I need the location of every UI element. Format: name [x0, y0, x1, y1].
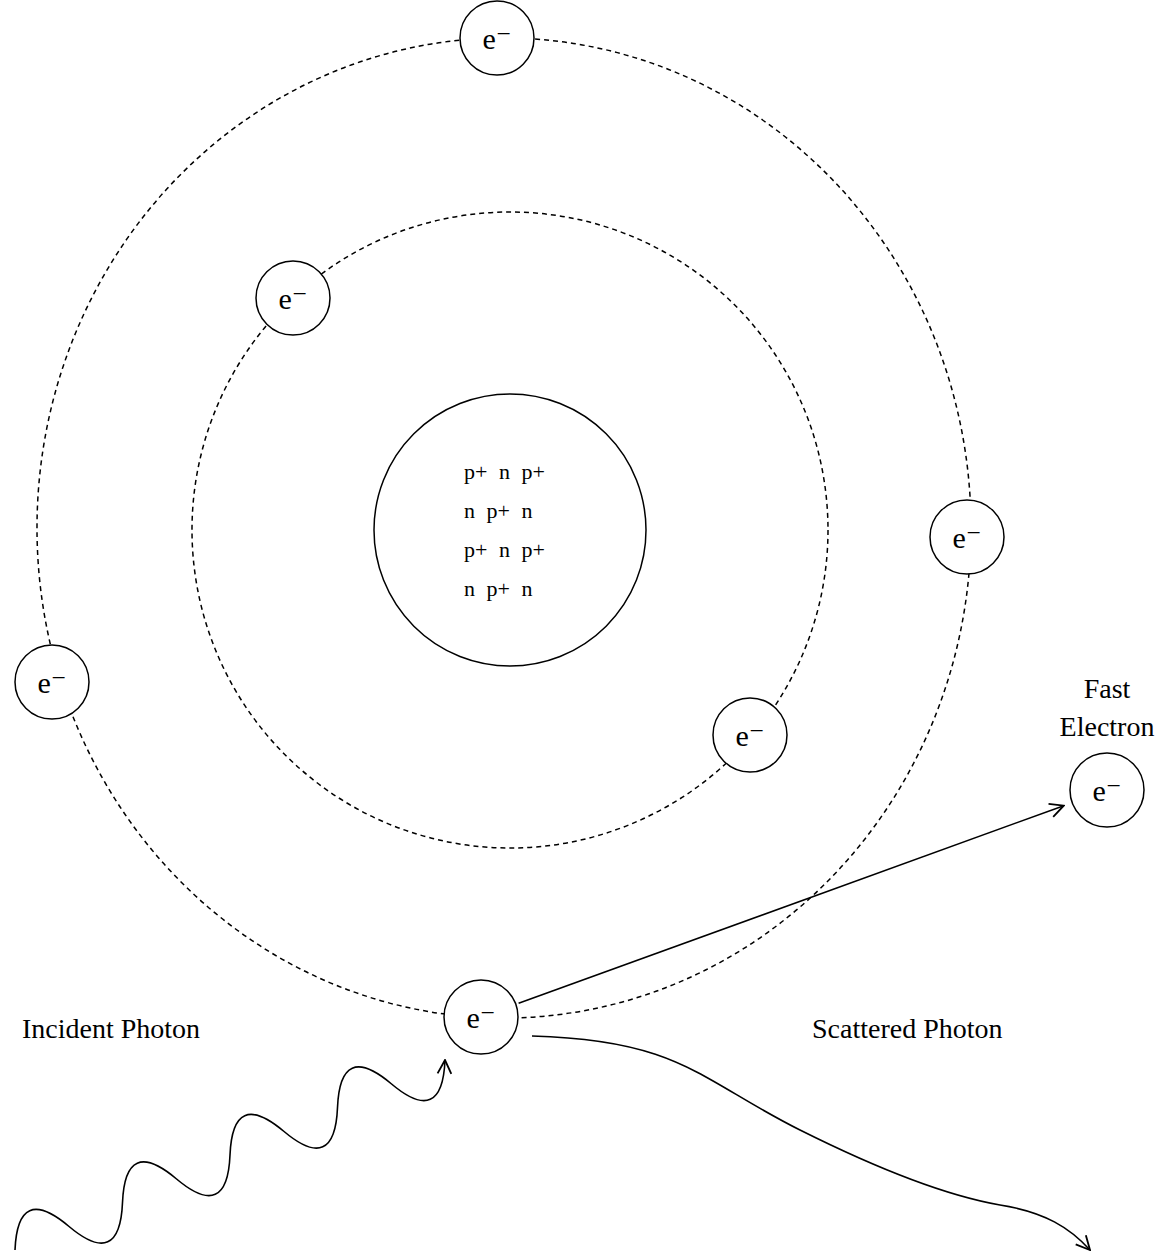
circle-outline	[15, 645, 89, 719]
circle-outline	[460, 1, 534, 75]
circle-outline	[713, 698, 787, 772]
electron-circle: e⁻	[459, 0, 535, 76]
text-holder: e⁻	[37, 666, 66, 699]
circle-outline	[1070, 753, 1144, 827]
circle-outline	[374, 394, 646, 666]
nucleus-circle: p+ n p+ n p+ n p+ n p+ n p+ n	[373, 393, 647, 667]
photon-label: Scattered Photon	[812, 1012, 1003, 1046]
outer-orbit	[37, 38, 971, 1018]
electron-symbol: e⁻	[37, 666, 66, 699]
electron-shape: e⁻	[443, 979, 519, 1055]
electron-symbol: e⁻	[735, 719, 764, 752]
text-holder: e⁻	[952, 521, 981, 554]
electron-shape: e⁻	[255, 260, 331, 336]
electron-symbol: e⁻	[1092, 774, 1121, 807]
photon-label: Incident Photon	[22, 1012, 200, 1046]
nucleon-text: p+ n p+ n p+ n p+ n p+ n p+ n	[464, 452, 556, 608]
inner-orbit	[192, 212, 828, 848]
electron-heading: Fast Electron	[1047, 670, 1167, 746]
electron-circle: e⁻	[929, 499, 1005, 575]
nucleus-shape: p+ n p+ n p+ n p+ n p+ n p+ n	[373, 393, 647, 667]
electron-symbol: e⁻	[278, 282, 307, 315]
incident-photon-wave	[15, 1060, 445, 1250]
circle-outline	[444, 980, 518, 1054]
text-holder: e⁻	[482, 22, 511, 55]
electron-symbol: e⁻	[466, 1001, 495, 1034]
text-holder: e⁻	[278, 282, 307, 315]
electron-symbol: e⁻	[482, 22, 511, 55]
text-holder: e⁻	[1092, 774, 1121, 807]
electron-symbol: e⁻	[952, 521, 981, 554]
electron-shape: e⁻	[14, 644, 90, 720]
text-holder: p+ n p+ n p+ n p+ n p+ n p+ n	[464, 452, 556, 608]
electron-circle: Fast Electron e⁻	[1047, 670, 1167, 828]
text-holder: e⁻	[735, 719, 764, 752]
electron-shape: e⁻	[1069, 752, 1145, 828]
electron-circle: e⁻	[712, 697, 788, 773]
electron-circle: e⁻	[443, 979, 519, 1055]
electron-track-arrow	[519, 806, 1064, 1004]
text-holder: e⁻	[466, 1001, 495, 1034]
electron-shape: e⁻	[929, 499, 1005, 575]
electron-circle: e⁻	[14, 644, 90, 720]
electron-shape: e⁻	[712, 697, 788, 773]
circle-outline	[256, 261, 330, 335]
electron-shape: e⁻	[459, 0, 535, 76]
electron-circle: e⁻	[255, 260, 331, 336]
circle-outline	[373, 393, 647, 667]
circle-outline	[930, 500, 1004, 574]
scattered-photon-path	[532, 1036, 1090, 1250]
